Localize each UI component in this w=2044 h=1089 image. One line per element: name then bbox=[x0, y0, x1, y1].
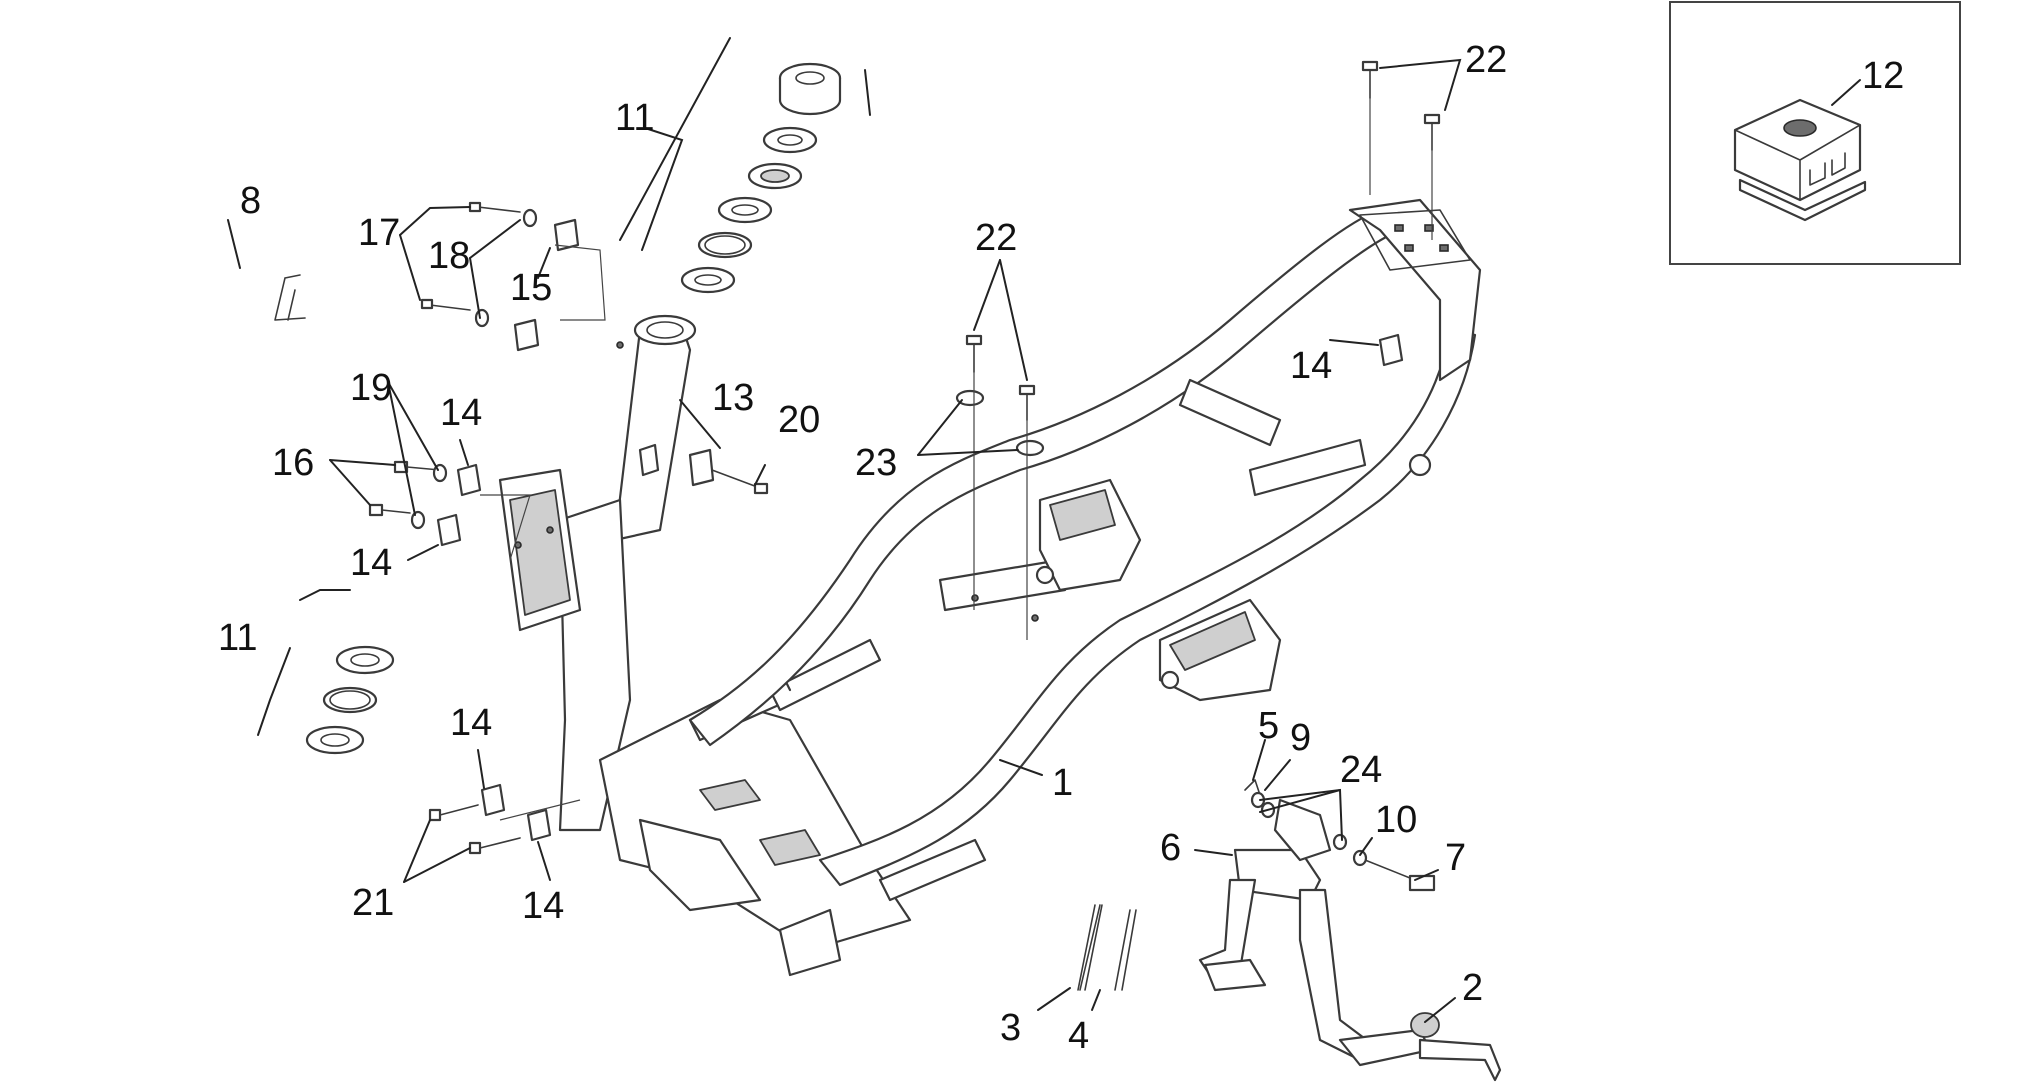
callout-7: 7 bbox=[1445, 837, 1466, 879]
callout-18: 18 bbox=[428, 235, 470, 277]
callout-22-mid: 22 bbox=[975, 217, 1017, 259]
leader-lines bbox=[227, 37, 1861, 1023]
callout-20: 20 bbox=[778, 399, 820, 441]
callout-14-c: 14 bbox=[450, 702, 492, 744]
callout-1: 1 bbox=[1052, 762, 1073, 804]
callout-labels: 1 2 3 4 5 6 7 8 9 10 11 11 12 13 14 14 1… bbox=[218, 39, 1904, 1057]
callout-8: 8 bbox=[240, 180, 261, 222]
scooter-frame-icon bbox=[498, 198, 1482, 977]
callout-2: 2 bbox=[1462, 967, 1483, 1009]
callout-11-top: 11 bbox=[615, 97, 654, 139]
callout-19: 19 bbox=[350, 367, 392, 409]
callout-23: 23 bbox=[855, 442, 897, 484]
steering-bearing-icon bbox=[680, 62, 842, 294]
callout-11-bottom: 11 bbox=[218, 617, 257, 659]
callout-4: 4 bbox=[1068, 1015, 1089, 1057]
callout-5: 5 bbox=[1258, 705, 1279, 747]
callout-10: 10 bbox=[1375, 799, 1417, 841]
callout-14-e: 14 bbox=[1290, 345, 1332, 387]
callout-13: 13 bbox=[712, 377, 754, 419]
callout-14-b: 14 bbox=[350, 542, 392, 584]
callout-14-a: 14 bbox=[440, 392, 482, 434]
center-stand-icon bbox=[1077, 779, 1502, 1082]
fasteners-left bbox=[274, 201, 769, 855]
callout-9: 9 bbox=[1290, 717, 1311, 759]
callout-17: 17 bbox=[358, 212, 400, 254]
lower-bearing-icon bbox=[305, 645, 395, 755]
callout-16: 16 bbox=[272, 442, 314, 484]
callout-3: 3 bbox=[1000, 1007, 1021, 1049]
callout-6: 6 bbox=[1160, 827, 1181, 869]
callout-14-d: 14 bbox=[522, 885, 564, 927]
callout-12: 12 bbox=[1862, 55, 1904, 97]
cage-nut-icon bbox=[1733, 98, 1867, 222]
fasteners-top bbox=[955, 60, 1441, 640]
callout-24: 24 bbox=[1340, 749, 1382, 791]
callout-22-right: 22 bbox=[1465, 39, 1507, 81]
callout-21: 21 bbox=[352, 882, 394, 924]
callout-15: 15 bbox=[510, 267, 552, 309]
